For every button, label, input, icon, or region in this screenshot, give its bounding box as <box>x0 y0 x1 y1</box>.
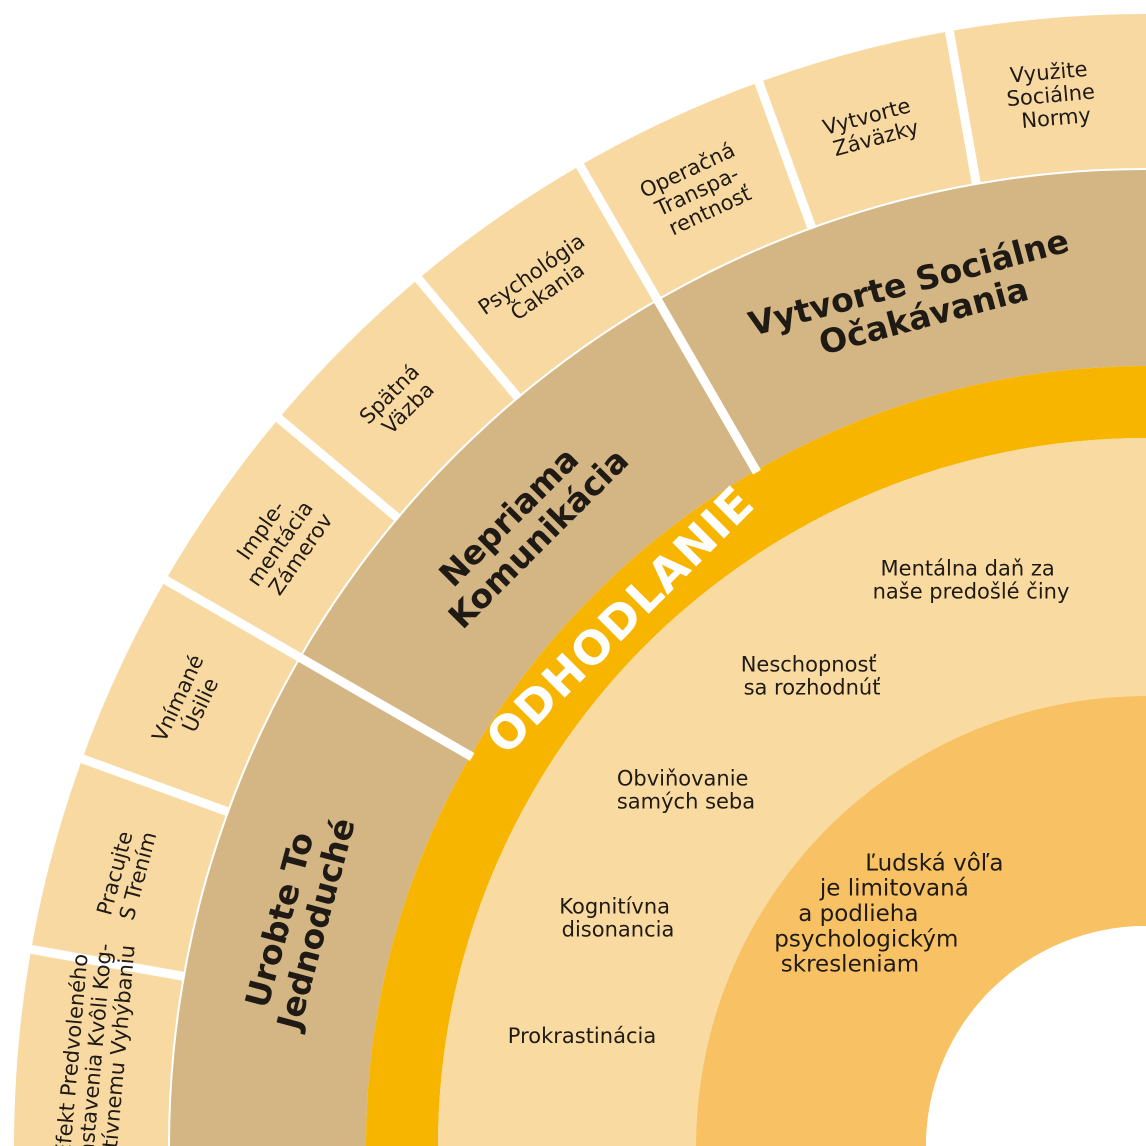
core-label-line-1: Ľudská vôľa <box>865 850 1003 876</box>
inner-ring-labels: Prokrastinácia Kognitívna disonancia Obv… <box>508 556 1070 1048</box>
outer-divider <box>159 574 304 662</box>
inner-label-2-line-2: samých seba <box>617 790 755 814</box>
outer-divider <box>574 159 662 304</box>
core-ring <box>696 696 1146 1146</box>
inner-label-neschopnost: Neschopnosť sa rozhodnúť <box>741 652 884 699</box>
inner-label-0-line-1: Prokrastinácia <box>508 1024 656 1048</box>
outer-segment-vyuzite-socialne-normy: Využite Sociálne Normy <box>1004 56 1105 134</box>
svg-text:Využite Sociálne: Využite Sociálne Normy <box>1004 56 1105 134</box>
inner-label-3-line-2: sa rozhodnúť <box>744 676 881 700</box>
outer-divider <box>272 412 402 523</box>
svg-text:Efekt Predvoleného Nas: Efekt Predvoleného Nastavenia Kvôli Kog-… <box>50 934 140 1146</box>
inner-label-1-line-1: Kognitívna <box>559 894 670 918</box>
inner-label-4-line-2: naše predošlé činy <box>873 580 1070 604</box>
middle-ring <box>170 170 1146 1146</box>
outer-divider <box>76 753 231 817</box>
inner-label-prokrastinacia: Prokrastinácia <box>508 1024 656 1048</box>
inner-label-kognitivna-disonancia: Kognitívna disonancia <box>559 894 676 941</box>
core-label-line-4: psychologickým <box>774 926 958 952</box>
ring-background <box>14 14 1146 1146</box>
inner-ring <box>438 438 1146 1146</box>
inner-label-4-line-1: Mentálna daň za <box>881 556 1055 580</box>
core-label-line-5: skresleniam <box>781 952 919 978</box>
inner-label-obvinovanie: Obviňovanie samých seba <box>617 766 755 813</box>
segment-dividers <box>26 26 981 981</box>
outer-divider <box>412 272 523 402</box>
core-label: Ľudská vôľa je limitovaná a podlieha psy… <box>774 850 1011 977</box>
inner-label-2-line-1: Obviňovanie <box>617 766 749 790</box>
outer-divider <box>753 76 817 231</box>
outer-divider <box>944 26 981 186</box>
core-label-line-2: je limitovaná <box>819 876 969 902</box>
inner-label-1-line-2: disonancia <box>562 918 675 942</box>
odhodlanie-band <box>366 366 1146 1146</box>
outer-ring <box>14 14 1146 1146</box>
middle-divider <box>296 653 475 761</box>
inner-label-3-line-1: Neschopnosť <box>741 652 877 676</box>
core-label-line-3: a podlieha <box>798 901 918 927</box>
outer-divider <box>26 944 186 981</box>
outer-segment-efekt-predvoleneho: Efekt Predvoleného Nastavenia Kvôli Kog-… <box>50 934 140 1146</box>
center-disc <box>926 926 1146 1146</box>
middle-divider <box>653 296 761 475</box>
inner-label-mentalna-dan: Mentálna daň za naše predošlé činy <box>873 556 1070 603</box>
